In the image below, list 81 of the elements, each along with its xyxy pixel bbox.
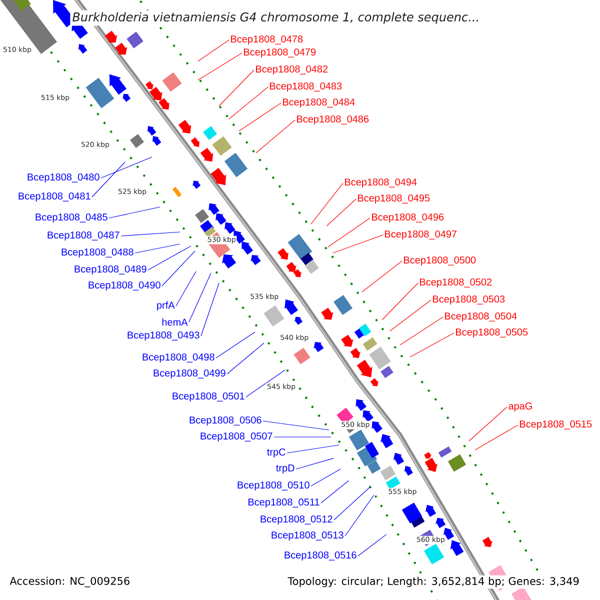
- leader-line: [148, 246, 192, 270]
- gene-label: trpD: [276, 464, 294, 474]
- leader-line: [134, 244, 180, 254]
- leader-line: [216, 332, 256, 358]
- gene-label: Bcep1808_0502: [420, 278, 492, 288]
- leader-line: [238, 102, 282, 132]
- leader-line: [326, 198, 356, 226]
- gene-label: Bcep1808_0511: [248, 498, 320, 508]
- gene-label: Bcep1808_0503: [433, 295, 505, 305]
- gene-label: Bcep1808_0498: [142, 353, 214, 363]
- leader-line: [188, 272, 212, 322]
- leader-line: [228, 86, 268, 120]
- gene-label: Bcep1808_0493: [128, 331, 200, 341]
- gene-label: Bcep1808_0480: [28, 173, 100, 183]
- gene-label: Bcep1808_0507: [200, 432, 272, 442]
- gene-label: Bcep1808_0500: [404, 256, 476, 266]
- gene-label: Bcep1808_0505: [456, 328, 528, 338]
- leader-line: [468, 406, 508, 442]
- leader-line: [400, 316, 444, 346]
- footer-text: Topology: circular; Length: 3,652,814 bp; Genes: 3,349: [286, 575, 581, 589]
- gene-label: Bcep1808_0484: [283, 98, 355, 108]
- gene-label: Bcep1808_0486: [297, 115, 369, 125]
- gene-label: prfA: [157, 301, 175, 311]
- leader-line: [310, 182, 344, 224]
- gene-label: Bcep1808_0512: [260, 515, 332, 525]
- leader-line: [256, 120, 296, 154]
- leader-line: [218, 70, 254, 106]
- gene-label: Bcep1808_0513: [272, 531, 344, 541]
- leader-line: [200, 282, 220, 336]
- leader-line: [320, 480, 349, 504]
- gene-label: Bcep1808_0506: [190, 416, 262, 426]
- gene-label: Bcep1808_0501: [172, 392, 244, 402]
- gene-label: Bcep1808_0510: [238, 481, 310, 491]
- gene-label: Bcep1808_0478: [231, 35, 303, 45]
- leader-line: [246, 370, 286, 398]
- gene-label: Bcep1808_0489: [74, 265, 146, 275]
- gene-label: Bcep1808_0487: [48, 231, 120, 241]
- leader-line: [226, 342, 264, 374]
- leader-line: [162, 250, 196, 286]
- gene-label: trpC: [267, 448, 286, 458]
- footer-text: Accession: NC_009256: [8, 575, 132, 589]
- gene-label: Bcep1808_0499: [154, 369, 226, 379]
- gene-label: Bcep1808_0495: [358, 194, 430, 204]
- gene-label: Bcep1808_0504: [445, 312, 517, 322]
- gene-label: Bcep1808_0479: [244, 48, 316, 58]
- gene-label: Bcep1808_0516: [284, 551, 356, 561]
- leader-line: [100, 156, 152, 178]
- leader-line: [328, 218, 370, 248]
- leader-line: [120, 232, 180, 236]
- leader-line: [108, 206, 160, 218]
- leader-line: [362, 260, 402, 292]
- leader-line: [310, 468, 341, 486]
- leader-line: [274, 436, 332, 438]
- gene-label: hemA: [162, 318, 188, 326]
- leader-line: [286, 444, 340, 454]
- leader-line: [410, 332, 454, 358]
- gene-label: Bcep1808_0494: [345, 178, 417, 188]
- gene-label: Bcep1808_0496: [372, 213, 444, 223]
- leader-line: [382, 282, 418, 320]
- gene-label: Bcep1808_0485: [36, 213, 108, 223]
- gene-label: Bcep1808_0490: [88, 281, 160, 291]
- leader-line: [198, 52, 242, 80]
- leader-line: [176, 271, 196, 306]
- gene-label: Bcep1808_0488: [62, 248, 134, 258]
- leader-line: [474, 424, 518, 450]
- leader-line: [198, 40, 230, 62]
- gene-label: Bcep1808_0497: [385, 230, 457, 240]
- leader-line: [296, 458, 334, 470]
- gene-label: Bcep1808_0482: [256, 65, 328, 75]
- leader-line: [334, 486, 370, 520]
- gene-label: Bcep1808_0481: [18, 192, 90, 202]
- title: Burkholderia vietnamiensis G4 chromosome 1, complete sequenc...: [70, 10, 482, 26]
- leader-line: [358, 534, 387, 556]
- leader-line: [344, 494, 374, 536]
- gene-label: apaG: [508, 402, 532, 412]
- leader-line: [92, 162, 126, 198]
- gene-label: Bcep1808_0483: [270, 82, 342, 92]
- leader-line: [390, 300, 432, 332]
- leader-line: [332, 234, 384, 254]
- leader-line: [262, 420, 330, 430]
- gene-label: Bcep1808_0515: [520, 420, 592, 430]
